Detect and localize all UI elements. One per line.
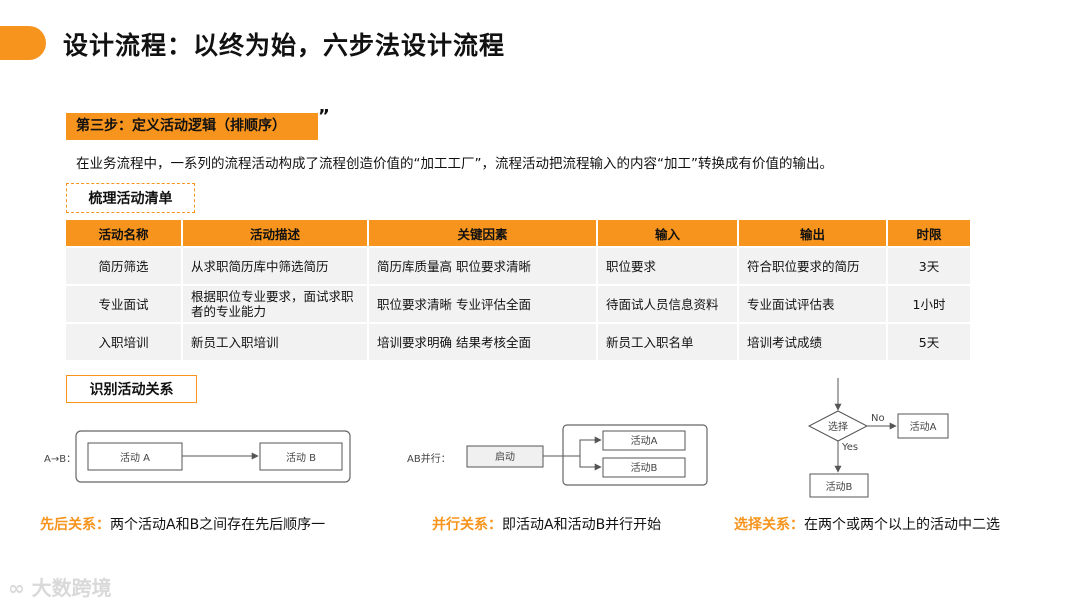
choice-diagram: 选择 No 活动A Yes 活动B	[807, 378, 949, 498]
parallel-activity-b-box	[602, 457, 686, 478]
table-header: 输入	[598, 220, 737, 246]
activity-table: 活动名称 活动描述 关键因素 输入 输出 时限 简历筛选 从求职简历库中筛选简历…	[64, 220, 972, 360]
table-header: 输出	[739, 220, 886, 246]
section-activity-relations: 识别活动关系	[66, 375, 197, 403]
table-cell: 入职培训	[66, 322, 181, 360]
choice-activity-b-label: 活动B	[826, 481, 853, 493]
yes-label: Yes	[841, 442, 858, 453]
table-header-row: 活动名称 活动描述 关键因素 输入 输出 时限	[66, 220, 970, 246]
relation-parallel-name: 并行关系：	[432, 517, 502, 533]
table-cell: 职位要求	[598, 246, 737, 284]
step-quote-mark: ”	[318, 106, 330, 127]
table-cell: 专业面试评估表	[739, 284, 886, 322]
parallel-activity-a-label: 活动A	[631, 435, 658, 447]
choice-activity-b-box	[809, 473, 869, 498]
parallel-arrow-a	[563, 436, 602, 457]
table-row: 专业面试 根据职位专业要求，面试求职者的专业能力 职位要求清晰 专业评估全面 待…	[66, 284, 970, 322]
table-cell: 3天	[888, 246, 970, 284]
step-banner: 第三步：定义活动逻辑（排顺序）	[66, 113, 318, 140]
section-activity-list: 梳理活动清单	[66, 183, 195, 213]
watermark-logo-icon: ∞	[8, 576, 25, 600]
parallel-activity-b-label: 活动B	[631, 462, 658, 474]
sequence-frame	[75, 430, 351, 483]
activity-b-label: 活动 B	[286, 452, 316, 464]
choice-activity-a-label: 活动A	[910, 421, 937, 433]
watermark-text: 大数跨境	[31, 576, 112, 600]
table-cell: 符合职位要求的简历	[739, 246, 886, 284]
sequence-prefix: A→B：	[44, 454, 76, 465]
table-cell: 职位要求清晰 专业评估全面	[369, 284, 596, 322]
title-accent-tab	[0, 26, 46, 60]
choice-activity-a-box	[897, 413, 949, 439]
table-cell: 5天	[888, 322, 970, 360]
relation-choice-caption: 选择关系：在两个或两个以上的活动中二选	[734, 514, 1000, 534]
table-header: 关键因素	[369, 220, 596, 246]
table-header: 时限	[888, 220, 970, 246]
activity-a-label: 活动 A	[120, 452, 150, 464]
table-cell: 新员工入职培训	[183, 322, 367, 360]
intro-text: 在业务流程中，一系列的流程活动构成了流程创造价值的“加工工厂”，流程活动把流程输…	[76, 156, 833, 172]
table-cell: 新员工入职名单	[598, 322, 737, 360]
relation-parallel-caption: 并行关系：即活动A和活动B并行开始	[432, 514, 661, 534]
relation-choice-name: 选择关系：	[734, 517, 804, 533]
parallel-arrow-b	[579, 456, 602, 471]
activity-b-box	[259, 442, 343, 471]
page-title: 设计流程：以终为始，六步法设计流程	[63, 31, 506, 60]
sequence-diagram: A→B： 活动 A 活动 B	[44, 430, 351, 483]
start-label: 启动	[495, 450, 515, 463]
table-row: 入职培训 新员工入职培训 培训要求明确 结果考核全面 新员工入职名单 培训考试成…	[66, 322, 970, 360]
table-header: 活动描述	[183, 220, 367, 246]
parallel-diagram: AB并行： 启动 活动A 活动B	[407, 424, 708, 486]
parallel-frame	[562, 424, 708, 486]
table-cell: 1小时	[888, 284, 970, 322]
table-cell: 专业面试	[66, 284, 181, 322]
table-header: 活动名称	[66, 220, 181, 246]
table-cell: 培训考试成绩	[739, 322, 886, 360]
table-cell: 从求职简历库中筛选简历	[183, 246, 367, 284]
parallel-activity-a-box	[602, 430, 686, 451]
activity-a-box	[87, 442, 183, 471]
table-cell: 简历库质量高 职位要求清晰	[369, 246, 596, 284]
parallel-prefix: AB并行：	[407, 452, 451, 465]
no-label: No	[871, 413, 885, 424]
relation-choice-desc: 在两个或两个以上的活动中二选	[804, 517, 1000, 533]
relation-sequence-caption: 先后关系：两个活动A和B之间存在先后顺序一	[40, 514, 370, 536]
table-row: 简历筛选 从求职简历库中筛选简历 简历库质量高 职位要求清晰 职位要求 符合职位…	[66, 246, 970, 284]
relation-parallel-desc: 即活动A和活动B并行开始	[502, 517, 662, 533]
relation-sequence-name: 先后关系：	[40, 517, 110, 533]
table-cell: 培训要求明确 结果考核全面	[369, 322, 596, 360]
table-cell: 简历筛选	[66, 246, 181, 284]
table-cell: 待面试人员信息资料	[598, 284, 737, 322]
decision-label: 选择	[828, 420, 848, 433]
relation-sequence-desc: 两个活动A和B之间存在先后顺序一	[110, 517, 326, 533]
table-cell: 根据职位专业要求，面试求职者的专业能力	[183, 284, 367, 322]
watermark: ∞ 大数跨境	[8, 572, 112, 601]
